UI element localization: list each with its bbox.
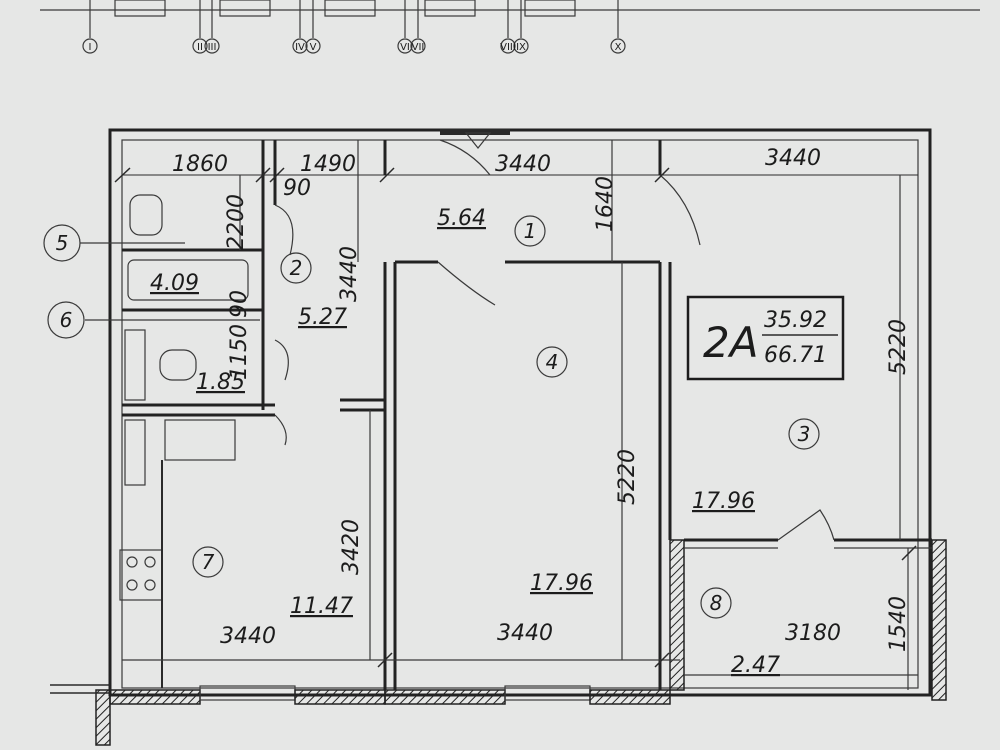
dim-3420: 3420 [339, 519, 364, 575]
room-number-3: 3 [798, 422, 811, 446]
axis-label-2: II [197, 42, 203, 53]
room-area-1: 5.64 [437, 206, 486, 231]
axis-label-4: IV [295, 42, 305, 53]
apartment-type: 2A [703, 318, 758, 367]
room-markers: 1 2 3 4 5 6 7 8 [43, 215, 820, 619]
dim-3440-bottom-b: 3440 [497, 621, 553, 646]
axis-label-5: V [310, 42, 317, 53]
room-area-6: 1.85 [196, 370, 245, 395]
room-number-5: 5 [56, 231, 69, 255]
room-area-2: 5.27 [298, 305, 347, 330]
walls [50, 128, 947, 746]
washbasin [129, 194, 163, 236]
axis-label-8: VIII [500, 42, 516, 53]
axis-marker-3 [204, 38, 220, 54]
dim-5220-right: 5220 [886, 319, 911, 375]
room-number-8: 8 [710, 591, 723, 615]
axis-label-1: I [89, 42, 92, 53]
axis-label-10: X [615, 42, 622, 53]
room-area-4: 17.96 [530, 571, 593, 596]
axis-marker-6 [397, 38, 413, 54]
axis-marker-1 [82, 38, 98, 54]
dim-2200: 2200 [224, 194, 249, 250]
axis-marker-10 [610, 38, 626, 54]
room-marker-1 [514, 215, 546, 247]
room-marker-7 [192, 546, 224, 578]
dim-90-b: 90 [227, 290, 252, 318]
room-area-3: 17.96 [692, 489, 755, 514]
axis-marker-2 [192, 38, 208, 54]
room-area-7: 11.47 [290, 594, 353, 619]
dim-1490: 1490 [300, 152, 356, 177]
room-number-1: 1 [524, 219, 537, 243]
total-area: 66.71 [764, 343, 827, 368]
axis-marker-9 [513, 38, 529, 54]
wc-cabinet [124, 329, 146, 401]
dim-3440-bottom-a: 3440 [220, 624, 276, 649]
axis-label-9: IX [516, 42, 526, 53]
apartment-type-box: 2A 35.92 66.71 [686, 295, 845, 381]
axis-marker-5 [305, 38, 321, 54]
room-marker-8 [700, 587, 732, 619]
dim-1150: 1150 [227, 324, 252, 380]
toilet [159, 349, 197, 381]
dim-1640: 1640 [593, 176, 618, 232]
kitchen-sink [164, 419, 236, 461]
dimensions: 1860 1490 3440 3440 2200 3440 1640 5220 … [172, 146, 911, 652]
axis-label-7: VII [412, 42, 425, 53]
room-number-7: 7 [202, 550, 215, 574]
axis-marker-7 [410, 38, 426, 54]
bathtub [127, 259, 249, 301]
dim-3180: 3180 [785, 621, 841, 646]
axis-marker-8 [500, 38, 516, 54]
dim-5220-mid: 5220 [615, 449, 640, 505]
living-area: 35.92 [764, 308, 827, 333]
room-marker-4 [536, 346, 568, 378]
room-area-5: 4.09 [150, 271, 199, 296]
axis-label-3: III [208, 42, 217, 53]
axis-marker-4 [292, 38, 308, 54]
dim-1860: 1860 [172, 152, 228, 177]
dim-90-a: 90 [283, 176, 311, 201]
dim-3440-top-a: 3440 [495, 152, 551, 177]
room-number-2: 2 [290, 256, 303, 280]
room-marker-3 [788, 418, 820, 450]
room-area-8: 2.47 [731, 653, 780, 678]
dim-1540: 1540 [886, 596, 911, 652]
axis-grid: I II III IV V VI VII VIII IX X [40, 0, 980, 54]
dim-3440-top-b: 3440 [765, 146, 821, 171]
kitchen-cabinet [124, 419, 146, 486]
kitchen-stove [119, 549, 163, 601]
axis-label-6: VI [400, 42, 410, 53]
room-marker-6 [47, 301, 85, 339]
room-areas: 5.64 5.27 17.96 17.96 4.09 1.85 11.47 2.… [150, 206, 780, 678]
room-marker-2 [280, 252, 312, 284]
dim-3440-vertical: 3440 [337, 246, 362, 302]
room-marker-5 [43, 224, 81, 262]
room-number-4: 4 [546, 350, 559, 374]
room-number-6: 6 [60, 308, 73, 332]
